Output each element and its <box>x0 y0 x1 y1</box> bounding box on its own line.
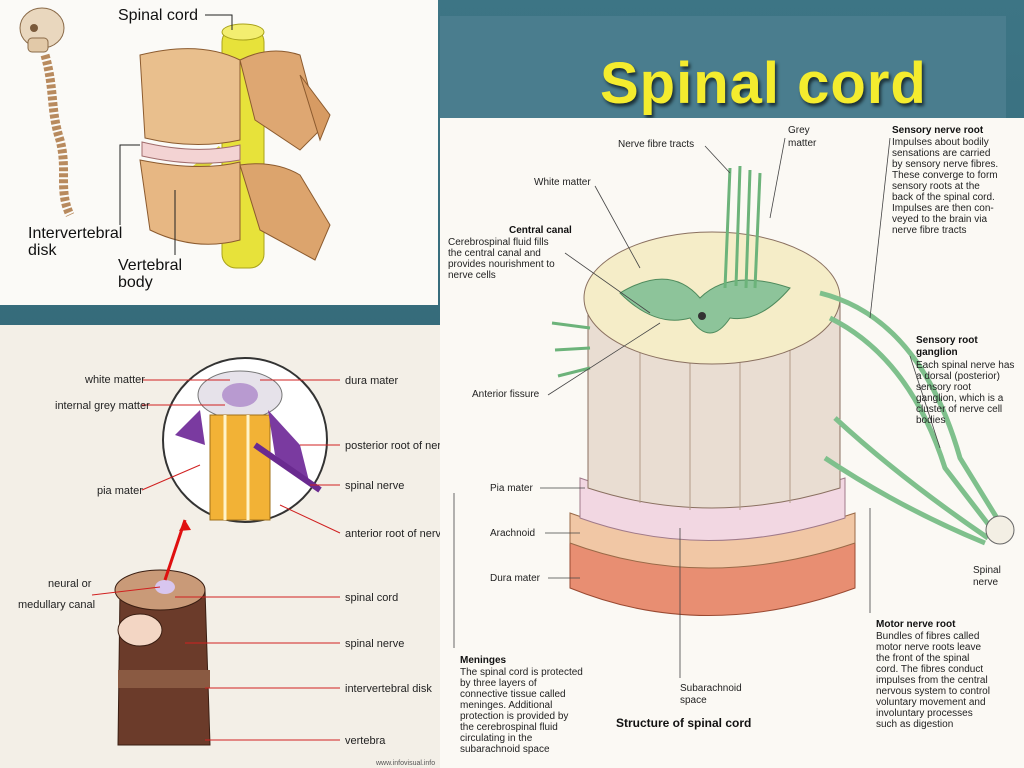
vertebral-column-section <box>114 519 211 746</box>
text-line: by sensory nerve fibres. <box>892 159 998 170</box>
label-pia-mater: pia mater <box>97 485 143 497</box>
spinal-cord-cylinder <box>583 231 841 510</box>
label-vertebra: vertebra <box>345 735 386 747</box>
label-dura-mater: Dura mater <box>490 573 541 584</box>
label-spinal-cord: Spinal cord <box>118 7 198 24</box>
text-line: subarachnoid space <box>460 744 550 755</box>
leader-line <box>119 144 140 225</box>
label-intervertebral-disk: intervertebral disk <box>345 683 432 695</box>
text-line: meninges. Additional <box>460 700 552 711</box>
spinal-nerve-end <box>985 515 1015 545</box>
meninges-title: Meninges <box>460 655 507 666</box>
text-line: the front of the spinal <box>876 653 969 664</box>
spinal-cross-section-panel: white matter internal grey matter pia ma… <box>0 325 440 768</box>
label-white-matter: white matter <box>84 374 145 386</box>
text-line: the central canal and <box>448 248 541 259</box>
text-line: Bundles of fibres called <box>876 631 979 642</box>
label-neural-canal-1: neural or <box>48 578 92 590</box>
skeleton-figure <box>19 7 75 217</box>
label-nerve-fibre-tracts: Nerve fibre tracts <box>618 139 694 150</box>
meninges-layers <box>569 477 856 616</box>
leader-line <box>205 14 233 30</box>
text-line: motor nerve roots leave <box>876 642 981 653</box>
text-line: cluster of nerve cell <box>916 404 1002 415</box>
sensory-root-title: Sensory nerve root <box>892 125 984 136</box>
label-spinal-cord: spinal cord <box>345 592 398 604</box>
label-arachnoid: Arachnoid <box>490 528 535 539</box>
label-intervertebral-2: disk <box>28 242 57 259</box>
label-spinal-nerve-top: spinal nerve <box>345 480 404 492</box>
text-line: sensations are carried <box>892 148 990 159</box>
text-line: nerve fibre tracts <box>892 225 966 236</box>
label-subarachnoid-2: space <box>680 695 707 706</box>
text-line: the cerebrospinal fluid <box>460 722 558 733</box>
label-neural-canal-2: medullary canal <box>18 599 95 611</box>
text-line: cord. The fibres conduct <box>876 664 983 675</box>
text-line: ganglion, which is a <box>916 393 1004 404</box>
label-subarachnoid-1: Subarachnoid <box>680 683 742 694</box>
label-grey-matter-2: matter <box>788 138 817 149</box>
vertebra-upper <box>139 48 331 151</box>
central-canal-title: Central canal <box>509 225 572 236</box>
label-spinal-nerve-bottom: spinal nerve <box>345 638 404 650</box>
text-line: circulating in the <box>460 733 533 744</box>
spinal-nerve-bundle <box>819 290 1003 546</box>
label-spinal-nerve-2: nerve <box>973 577 998 588</box>
motor-root-title: Motor nerve root <box>876 619 956 630</box>
text-line: back of the spinal cord. <box>892 192 995 203</box>
diagram-caption: Structure of spinal cord <box>616 716 751 730</box>
text-line: Cerebrospinal fluid fills <box>448 237 549 248</box>
text-line: veyed to the brain via <box>892 214 987 225</box>
text-line: nervous system to control <box>876 686 990 697</box>
text-line: The spinal cord is protected <box>460 667 583 678</box>
text-line: voluntary movement and <box>876 697 986 708</box>
label-internal-grey-matter: internal grey matter <box>55 400 150 412</box>
text-line: a dorsal (posterior) <box>916 371 1000 382</box>
vertebrae-illustration-panel: Spinal cord Intervertebral disk Vertebra… <box>0 0 438 305</box>
ganglion-title-2: ganglion <box>916 347 958 358</box>
text-line: involuntary processes <box>876 708 973 719</box>
text-line: such as digestion <box>876 719 953 730</box>
label-posterior-root: posterior root of nerve <box>345 440 440 452</box>
text-line: connective tissue called <box>460 689 566 700</box>
label-white-matter: White matter <box>534 177 591 188</box>
text-line: nerve cells <box>448 270 496 281</box>
text-line: sensory roots at the <box>892 181 980 192</box>
text-line: protection is provided by <box>460 711 568 722</box>
text-line: sensory root <box>916 382 971 393</box>
nerve-fibre-tracts <box>551 165 762 378</box>
text-line: impulses from the central <box>876 675 988 686</box>
label-anterior-fissure: Anterior fissure <box>472 389 540 400</box>
title-banner <box>440 16 1006 127</box>
text-line: Each spinal nerve has <box>916 360 1014 371</box>
intervertebral-disk <box>141 141 241 164</box>
ganglion-title-1: Sensory root <box>916 335 978 346</box>
text-line: by three layers of <box>460 678 537 689</box>
label-anterior-root: anterior root of nerve <box>345 528 440 540</box>
text-line: bodies <box>916 415 945 426</box>
slide-title: Spinal cord <box>600 51 927 116</box>
label-vertebral-2: body <box>118 274 153 291</box>
watermark: www.infovisual.info <box>375 760 435 767</box>
label-pia-mater: Pia mater <box>490 483 533 494</box>
label-intervertebral-1: Intervertebral <box>28 225 122 242</box>
label-spinal-nerve-1: Spinal <box>973 565 1001 576</box>
label-vertebral-1: Vertebral <box>118 257 182 274</box>
text-line: Impulses about bodily <box>892 137 989 148</box>
text-line: Impulses are then con- <box>892 203 994 214</box>
text-line: provides nourishment to <box>448 259 555 270</box>
text-line: These converge to form <box>892 170 998 181</box>
label-dura-mater: dura mater <box>345 375 399 387</box>
structure-diagram-panel: Nerve fibre tracts Grey matter White mat… <box>440 118 1024 768</box>
vertebra-lower <box>139 159 331 261</box>
magnified-cross-section <box>162 357 328 523</box>
label-grey-matter-1: Grey <box>788 125 810 136</box>
